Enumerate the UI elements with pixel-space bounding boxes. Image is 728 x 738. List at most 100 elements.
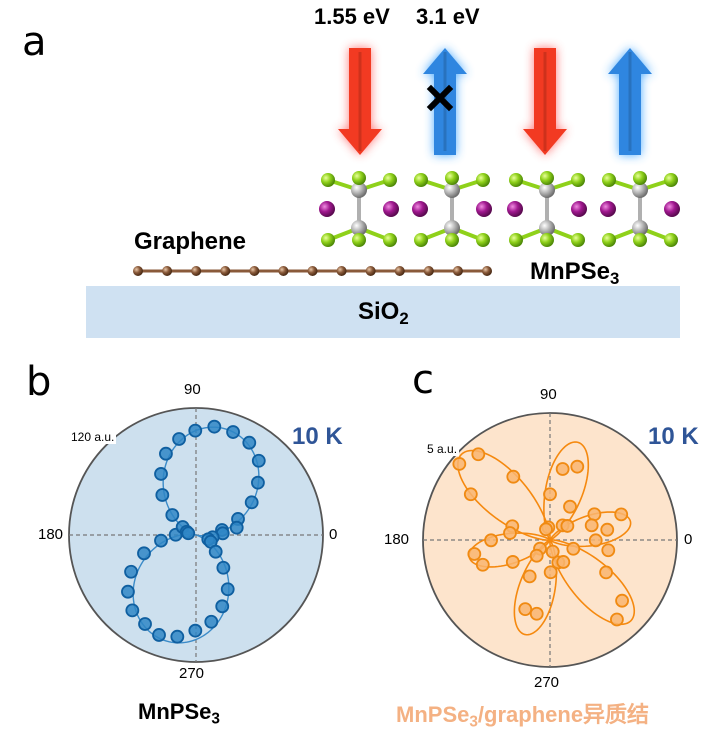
up-arrow-icon [423, 48, 467, 155]
data-point [159, 446, 173, 461]
p-atom [444, 182, 460, 198]
heterostructure-schematic [86, 48, 680, 338]
mn-atom [383, 201, 399, 217]
energy-label-1.55ev: 1.55 eV [314, 4, 390, 29]
mnpse3-unit [507, 171, 587, 247]
se-atom [633, 171, 647, 185]
data-point [475, 557, 490, 572]
up-arrow-icon [608, 48, 652, 155]
carbon-atom [162, 266, 173, 276]
data-point [543, 565, 558, 580]
mnpse3-unit [319, 171, 399, 247]
graphene-label: Graphene [134, 228, 247, 255]
data-point [155, 488, 170, 502]
data-point [452, 457, 467, 471]
data-point [539, 522, 553, 537]
mn-atom [571, 201, 587, 217]
data-point [242, 435, 257, 450]
data-point [229, 520, 244, 535]
mnpse3-layer [319, 171, 680, 247]
se-atom [571, 233, 585, 247]
se-atom [602, 173, 616, 187]
mnpse3-unit [600, 171, 680, 247]
se-atom [321, 173, 335, 187]
p-atom [539, 182, 555, 198]
data-point [522, 569, 537, 584]
data-point [251, 475, 265, 490]
p-atom [351, 182, 367, 198]
carbon-atom [394, 266, 405, 276]
caption-b: MnPSe3 [138, 699, 220, 728]
data-point [610, 612, 624, 627]
se-atom [664, 173, 678, 187]
temperature-label-b: 10 K [292, 423, 343, 450]
data-point [601, 543, 616, 558]
carbon-atom [278, 266, 289, 276]
caption-c: MnPSe3/graphene异质结 [396, 702, 650, 731]
se-atom [383, 233, 397, 247]
data-point [154, 467, 168, 481]
data-point [614, 507, 629, 522]
se-atom [352, 171, 366, 185]
data-point [529, 606, 544, 621]
mn-atom [412, 201, 428, 217]
tick-90-c: 90 [540, 386, 557, 403]
p-atom [539, 220, 555, 236]
data-point [165, 508, 180, 522]
tick-270-c: 270 [534, 674, 560, 691]
data-point [208, 544, 223, 559]
se-atom [476, 233, 490, 247]
mn-atom [664, 201, 680, 217]
carbon-atom [191, 266, 202, 276]
data-point [560, 519, 575, 533]
carbon-atom [336, 266, 347, 276]
p-atom [632, 182, 648, 198]
se-atom [445, 233, 459, 247]
data-point [170, 629, 185, 644]
data-point [188, 623, 203, 638]
carbon-atom [452, 266, 463, 276]
data-point [188, 423, 203, 438]
se-atom [383, 173, 397, 187]
tick-180-c: 180 [384, 531, 410, 548]
data-point [204, 614, 219, 629]
se-atom [321, 233, 335, 247]
carbon-atom [423, 266, 434, 276]
data-point [463, 487, 478, 502]
se-atom [476, 173, 490, 187]
radial-scale-label-b: 120 a.u. [69, 430, 117, 444]
se-atom [633, 233, 647, 247]
carbon-atom [307, 266, 318, 276]
data-point [518, 602, 533, 617]
se-atom [540, 233, 554, 247]
data-point [244, 495, 259, 510]
sio2-substrate [86, 286, 680, 338]
data-point [172, 432, 186, 446]
data-point [584, 518, 599, 533]
fit-curve-petal [549, 539, 636, 626]
data-point [506, 469, 521, 484]
panel-a-label: a [22, 19, 47, 65]
data-point [484, 533, 498, 548]
data-point [545, 544, 560, 559]
data-point [152, 628, 166, 642]
data-point [220, 582, 235, 597]
down-arrow-icon [338, 48, 382, 155]
p-atom [444, 220, 460, 236]
data-point [543, 487, 557, 502]
mn-atom [507, 201, 523, 217]
data-point [600, 522, 615, 537]
data-point [216, 560, 231, 575]
panel-b-label: b [26, 359, 52, 405]
data-point [503, 526, 517, 540]
data-point [505, 555, 520, 569]
data-point [563, 499, 577, 514]
carbon-atom [133, 266, 143, 276]
tick-270-b: 270 [179, 665, 205, 682]
mn-atom [319, 201, 335, 217]
graphene-layer [133, 266, 492, 276]
data-point [471, 447, 486, 462]
tick-180-b: 180 [38, 526, 64, 543]
